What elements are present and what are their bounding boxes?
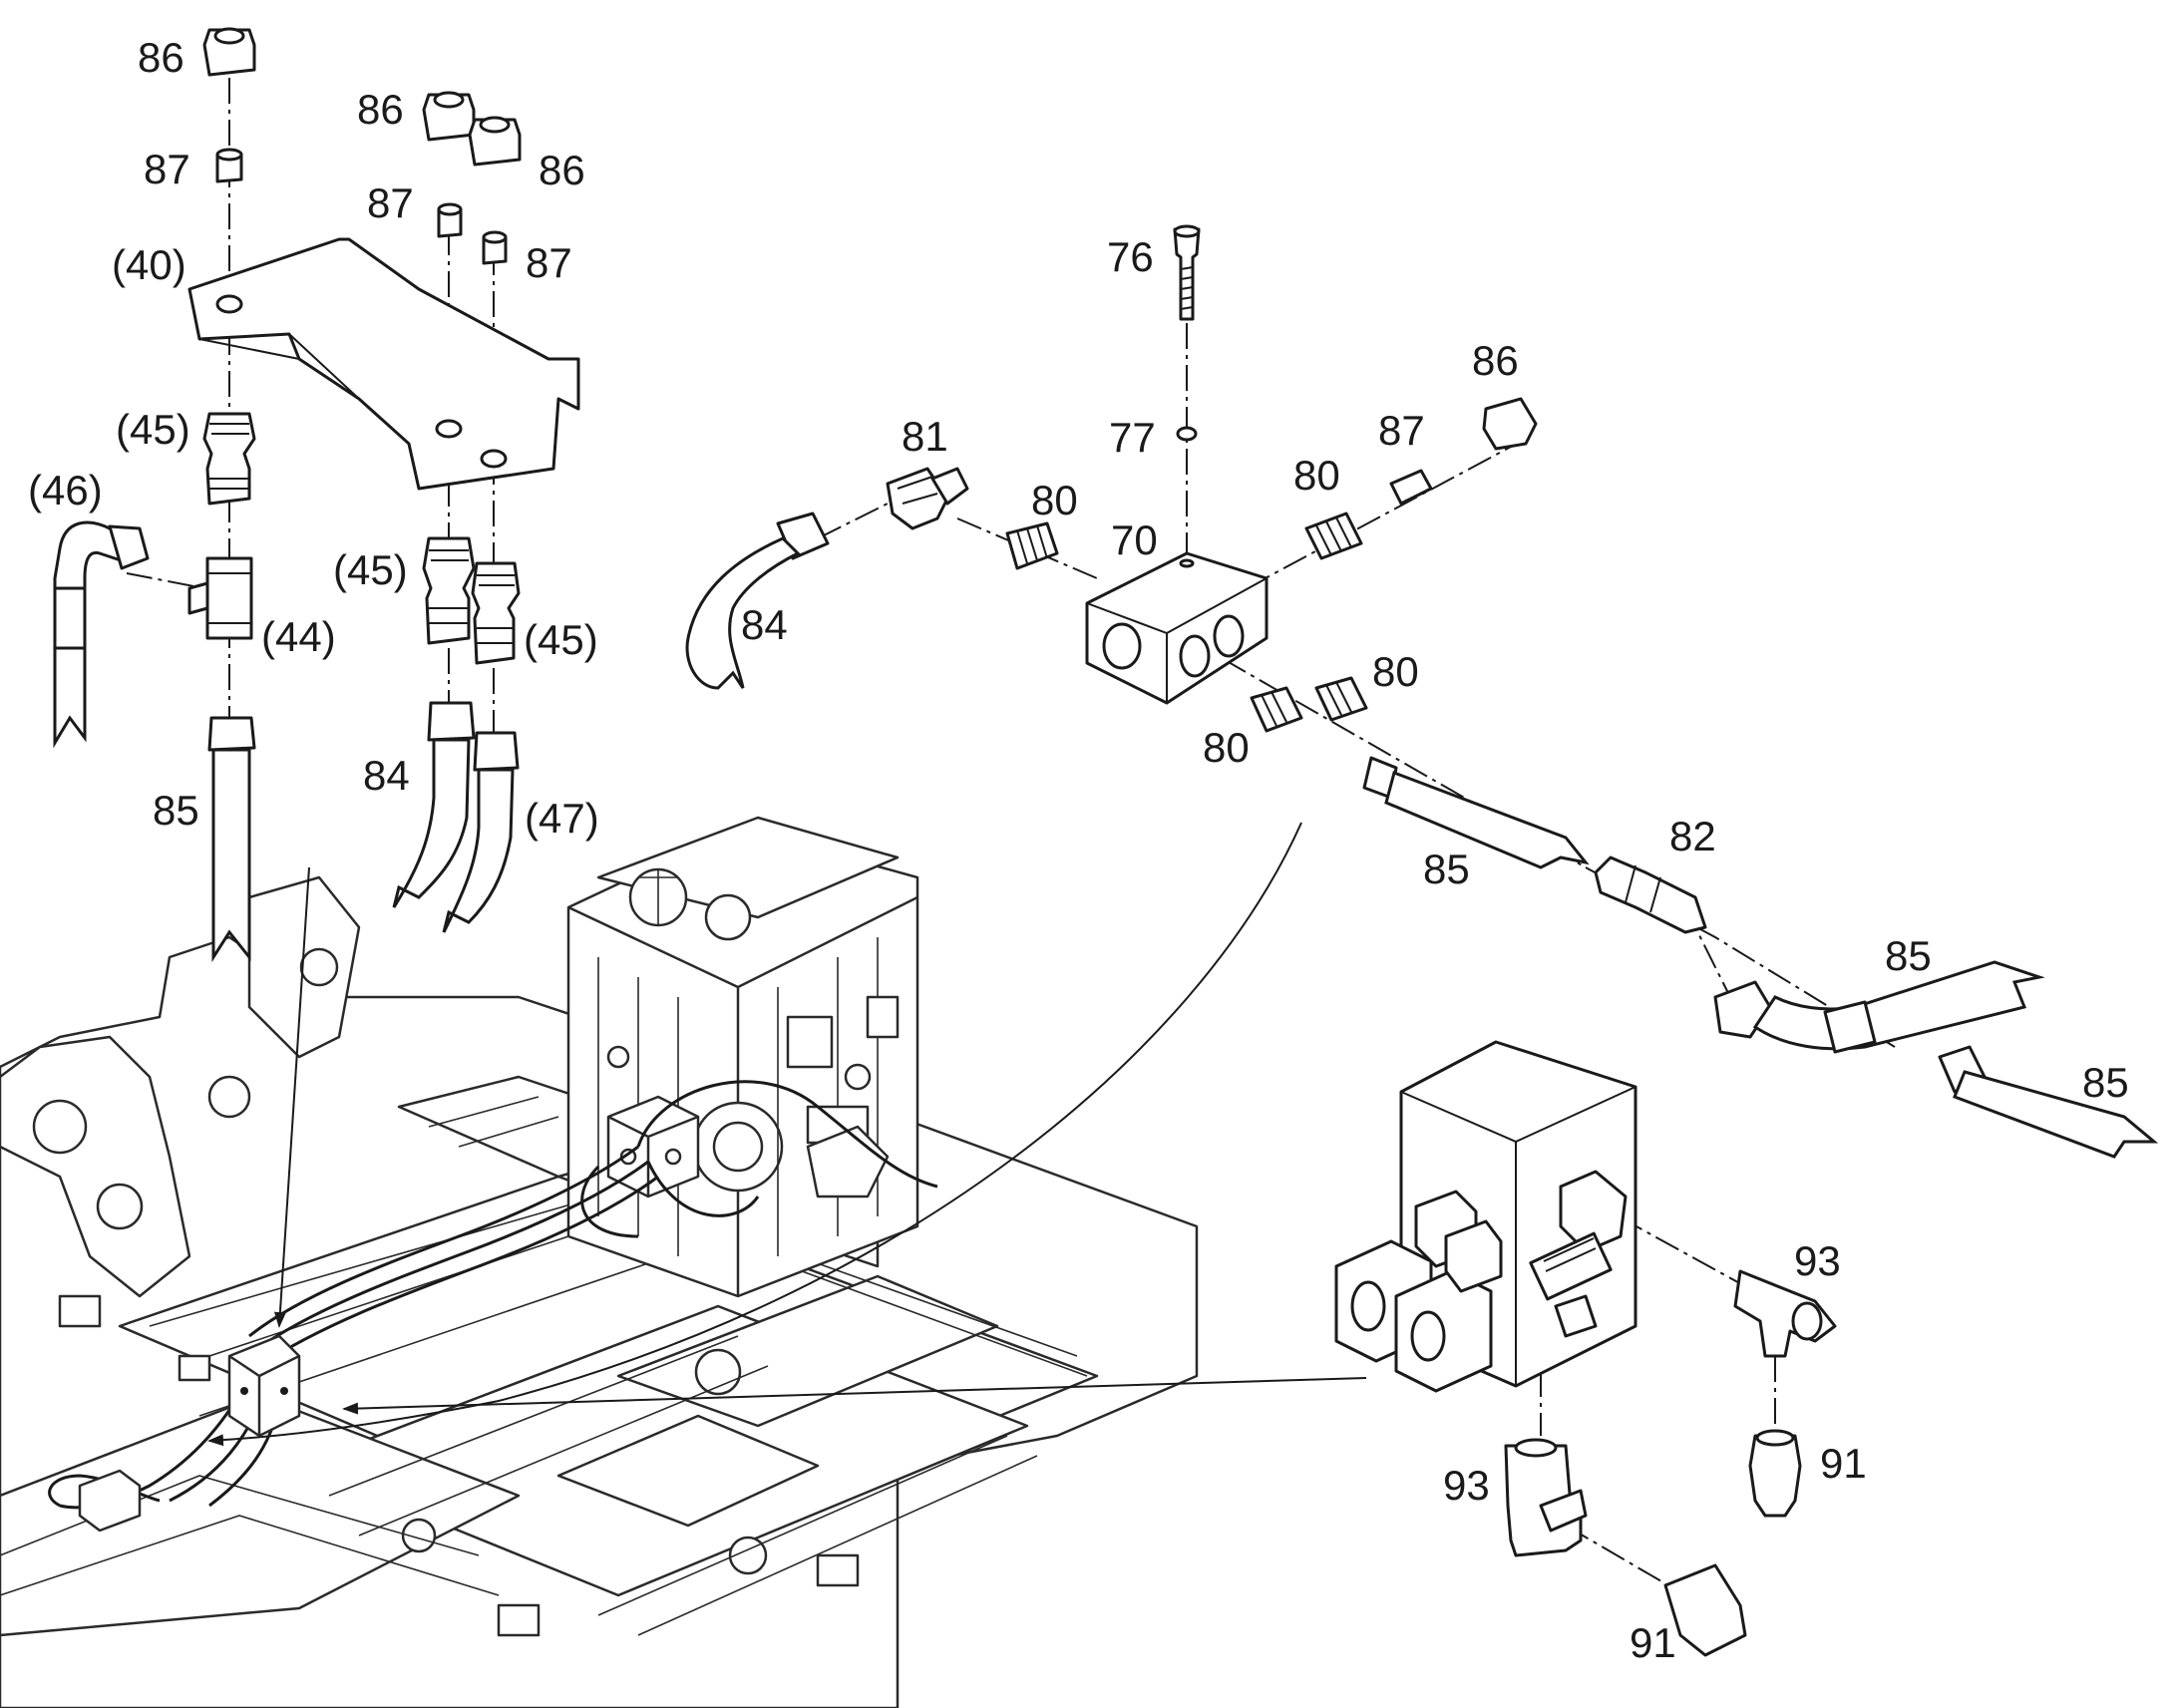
callout-40: (40) (112, 241, 186, 288)
sleeve-87 (1389, 469, 1433, 506)
bulkhead-fitting-45 (422, 536, 476, 645)
callout-87: 87 (144, 146, 190, 192)
hose-85 (1953, 1070, 2159, 1159)
valve-block-group (685, 224, 2159, 1159)
hose-85 (1384, 771, 1590, 869)
bulkhead-fitting-45 (471, 561, 521, 665)
callout-labels: 86 87 (40) 86 86 87 87 (45) (46) (44) (4… (28, 34, 2129, 1666)
nut-86 (202, 28, 256, 77)
tee-fitting-44 (205, 556, 253, 640)
callout-85: 85 (153, 787, 199, 834)
callout-86: 86 (1472, 337, 1519, 384)
nut-86 (1482, 397, 1538, 451)
callout-80: 80 (1293, 452, 1340, 499)
callout-86: 86 (138, 34, 184, 81)
hose-85 (1752, 960, 2045, 1051)
callout-91: 91 (1630, 1619, 1676, 1666)
callout-91: 91 (1820, 1440, 1867, 1487)
callout-87: 87 (1378, 407, 1425, 454)
bolt-76 (1173, 227, 1201, 321)
callout-44: (44) (261, 613, 336, 660)
callout-84: 84 (741, 601, 788, 648)
callout-81: 81 (902, 413, 948, 460)
mounting-bracket (187, 237, 580, 491)
callout-93: 93 (1443, 1462, 1490, 1509)
hose-85 (211, 748, 251, 963)
adapter-91 (1748, 1434, 1802, 1518)
callout-87: 87 (526, 239, 572, 286)
callout-86: 86 (357, 86, 404, 133)
callout-47: (47) (525, 795, 599, 842)
tee-fitting-93 (1504, 1444, 1583, 1557)
callout-84: 84 (363, 752, 410, 799)
callout-82: 82 (1669, 813, 1716, 859)
callout-85: 85 (2082, 1059, 2129, 1106)
callout-80: 80 (1031, 477, 1078, 523)
callout-85: 85 (1885, 932, 1932, 979)
callout-45: (45) (524, 616, 598, 663)
callout-85: 85 (1423, 846, 1470, 892)
callout-45: (45) (333, 546, 408, 593)
callout-87: 87 (367, 179, 414, 226)
callout-45: (45) (116, 406, 190, 453)
callout-80: 80 (1372, 648, 1419, 695)
left-bracket-group (53, 27, 580, 963)
callout-76: 76 (1107, 233, 1154, 280)
hose-84 (392, 738, 471, 908)
callout-80: 80 (1203, 724, 1250, 771)
hose-47 (442, 768, 515, 933)
hose-84 (685, 536, 801, 690)
callout-77: 77 (1109, 414, 1156, 461)
callout-86: 86 (539, 147, 585, 193)
callout-46: (46) (28, 467, 103, 513)
adapter-91 (1663, 1563, 1747, 1657)
nut-86 (468, 118, 522, 167)
machine-frame-assembly (0, 816, 1199, 1708)
bulkhead-fitting-45 (202, 412, 256, 506)
callout-70: 70 (1111, 516, 1158, 563)
leader-lines (207, 822, 1367, 1447)
union-82 (1594, 855, 1707, 934)
washer-77 (1176, 426, 1198, 442)
solenoid-valve-group (1334, 1040, 1837, 1657)
callout-93: 93 (1794, 1237, 1841, 1284)
